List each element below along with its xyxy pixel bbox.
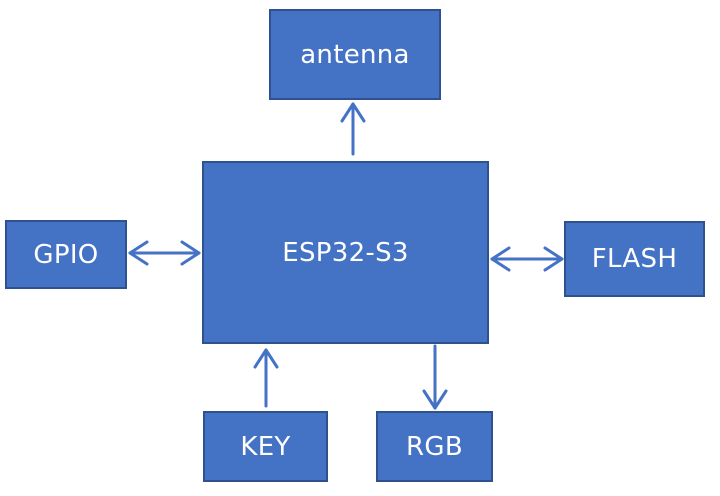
arrow-esp32-to-rgb <box>422 344 448 410</box>
antenna-block: antenna <box>269 9 441 100</box>
rgb-block: RGB <box>376 411 493 482</box>
key-block: KEY <box>203 411 328 482</box>
gpio-label: GPIO <box>33 239 99 270</box>
antenna-label: antenna <box>300 39 410 70</box>
esp32-s3-block: ESP32-S3 <box>202 161 489 344</box>
arrow-esp32-flash-bidirectional <box>490 246 564 272</box>
gpio-block: GPIO <box>5 220 127 289</box>
arrow-gpio-esp32-bidirectional <box>128 240 201 266</box>
arrow-esp32-to-antenna <box>340 102 366 156</box>
key-label: KEY <box>240 431 291 462</box>
flash-block: FLASH <box>564 221 705 297</box>
arrow-key-to-esp32 <box>253 348 279 408</box>
rgb-label: RGB <box>406 431 463 462</box>
esp32-s3-label: ESP32-S3 <box>282 237 409 268</box>
flash-label: FLASH <box>591 244 678 274</box>
